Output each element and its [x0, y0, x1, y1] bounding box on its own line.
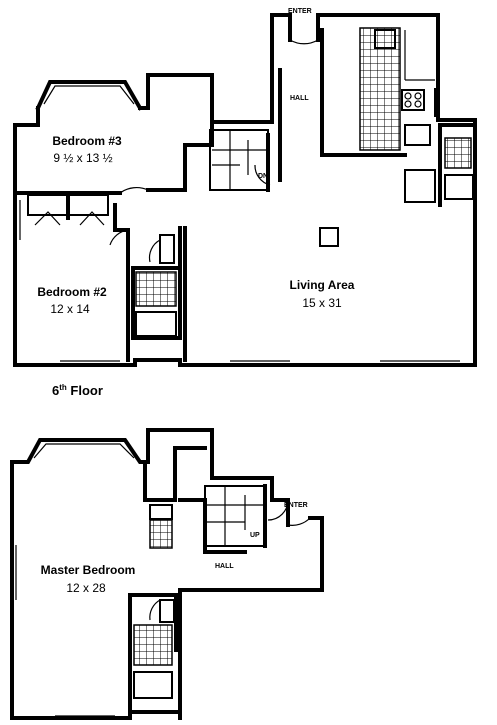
- living-area-dims: 15 x 31: [302, 296, 342, 310]
- up-label: UP: [250, 532, 260, 539]
- master-bedroom-dims: 12 x 28: [66, 581, 106, 595]
- living-area-name: Living Area: [290, 278, 355, 292]
- down-label: DN: [258, 173, 268, 180]
- bedroom-3-name: Bedroom #3: [52, 134, 122, 148]
- bedroom-3-dims: 9 ½ x 13 ½: [53, 151, 112, 165]
- bedroom-2-name: Bedroom #2: [37, 285, 107, 299]
- hall-label-6th: HALL: [290, 95, 309, 102]
- enter-label-6th: ENTER: [288, 8, 312, 15]
- master-bedroom-name: Master Bedroom: [41, 563, 136, 577]
- floor-label: 6th Floor: [52, 383, 103, 398]
- master-floor-plan: [10, 428, 324, 720]
- hall-label-lower: HALL: [215, 563, 234, 570]
- bedroom-2-dims: 12 x 14: [50, 302, 90, 316]
- sixth-floor-plan: [13, 13, 477, 367]
- enter-label-lower: ENTER: [284, 502, 308, 509]
